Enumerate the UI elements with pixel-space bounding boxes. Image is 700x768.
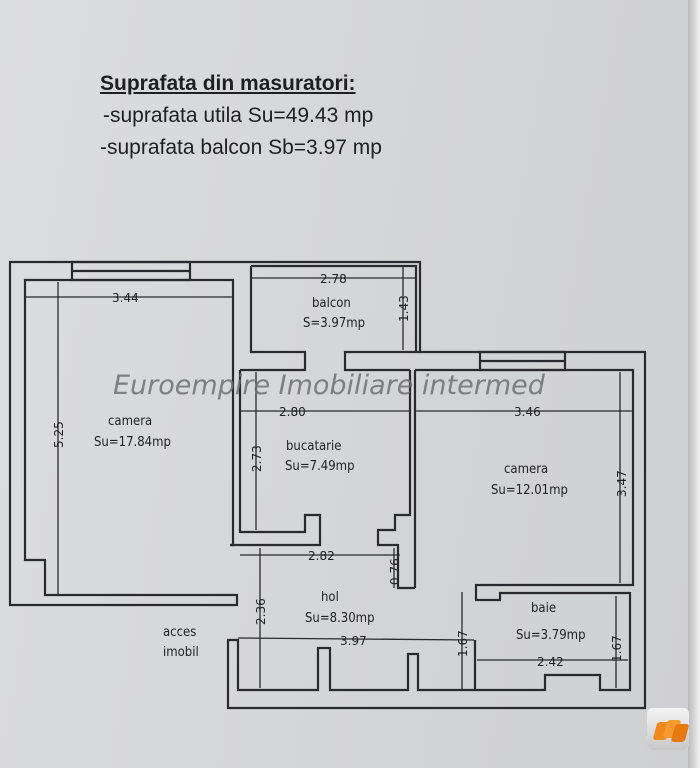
usable-surface: -suprafata utila Su=49.43 mp xyxy=(103,104,374,127)
access-label-line2: imobil xyxy=(163,645,199,660)
dim-bucatarie-length: 2.73 xyxy=(250,445,264,472)
room-camera1-area: Su=17.84mp xyxy=(94,435,171,450)
room-baie-area: Su=3.79mp xyxy=(516,628,586,643)
dim-balcon-depth: 1.43 xyxy=(397,295,411,322)
dim-hol-depth: 1.67 xyxy=(456,630,470,657)
room-balcon-area: S=3.97mp xyxy=(303,316,365,331)
room-hol-area: Su=8.30mp xyxy=(305,611,375,626)
watermark: Euroempire Imobiliare intermed xyxy=(113,370,546,401)
dim-hol-width-top: 2.82 xyxy=(308,549,335,563)
room-balcon-name: balcon xyxy=(312,296,351,311)
dim-camera1-length: 5.25 xyxy=(52,421,66,448)
page-edge xyxy=(688,0,700,768)
room-camera1-name: camera xyxy=(108,414,152,429)
dim-camera1-width: 3.44 xyxy=(112,291,139,305)
room-bucatarie-area: Su=7.49mp xyxy=(285,459,355,474)
room-hol-name: hol xyxy=(321,590,339,605)
surface-title: Suprafata din masuratori: xyxy=(100,72,356,95)
dim-baie-width: 2.42 xyxy=(537,655,564,669)
room-camera2-area: Su=12.01mp xyxy=(491,483,568,498)
access-label-line1: acces xyxy=(163,625,196,640)
dim-balcon-width: 2.78 xyxy=(320,272,347,286)
dimension-lines xyxy=(26,267,632,689)
balcony-surface: -suprafata balcon Sb=3.97 mp xyxy=(100,136,382,159)
walls xyxy=(8,260,647,710)
dim-baie-depth: 1.67 xyxy=(610,635,624,662)
dim-hol-step: 0.76 xyxy=(388,558,402,585)
agency-logo xyxy=(647,708,690,750)
room-bucatarie-name: bucatarie xyxy=(286,439,341,454)
dim-hol-length: 2.36 xyxy=(254,598,268,625)
dim-hol-width-bottom: 3.97 xyxy=(340,634,367,648)
room-camera2-name: camera xyxy=(504,462,548,477)
dim-bucatarie-width: 2.80 xyxy=(279,405,306,419)
dim-camera2-length: 3.47 xyxy=(615,470,629,497)
dim-camera2-width: 3.46 xyxy=(514,405,541,419)
room-baie-name: baie xyxy=(531,601,556,616)
